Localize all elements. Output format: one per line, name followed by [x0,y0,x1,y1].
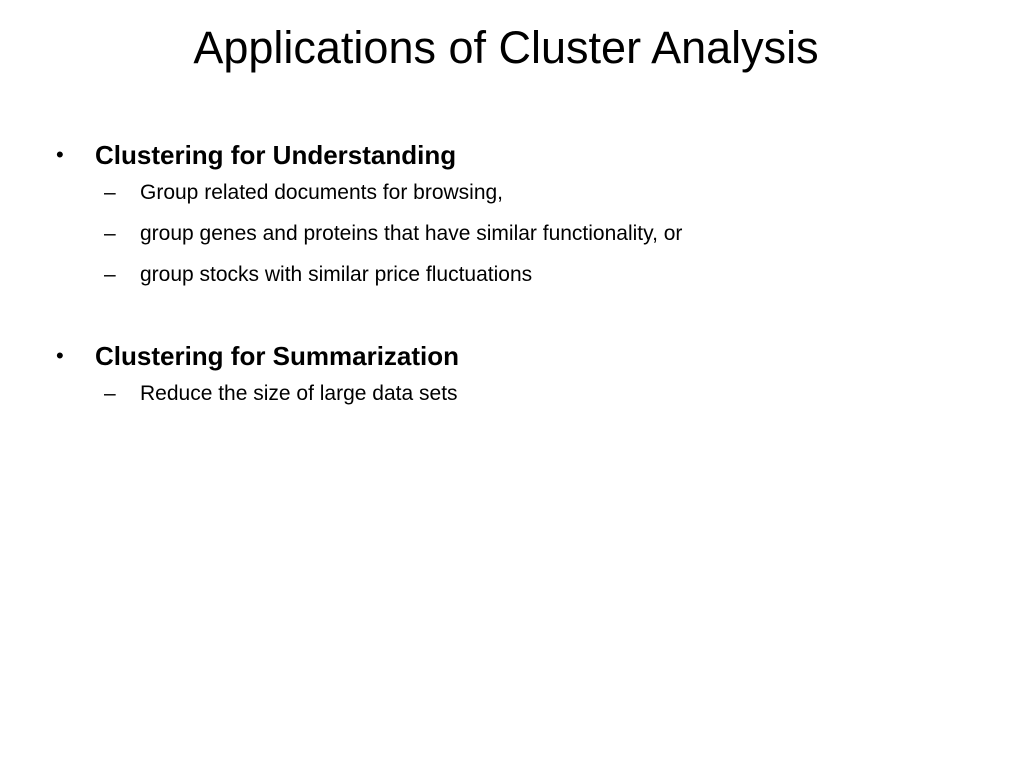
dash-icon: – [104,382,116,405]
bullet-group-understanding: • Clustering for Understanding – Group r… [56,136,976,301]
bullet-item: • Clustering for Understanding [56,136,976,174]
dash-icon: – [104,263,116,286]
slide-title: Applications of Cluster Analysis [193,22,819,73]
bullet-dot-icon: • [56,142,64,167]
sub-bullet-list: – Reduce the size of large data sets [56,379,976,420]
bullet-group-summarization: • Clustering for Summarization – Reduce … [56,337,976,420]
bullet-dot-icon: • [56,343,64,368]
bullet-heading: Clustering for Summarization [95,341,460,371]
sub-bullet-item: – group genes and proteins that have sim… [56,219,976,260]
sub-bullet-text: group genes and proteins that have simil… [140,222,683,245]
sub-bullet-item: – Group related documents for browsing, [56,178,976,219]
sub-bullet-list: – Group related documents for browsing, … [56,178,976,301]
bullet-heading: Clustering for Understanding [95,140,457,170]
slide-content: • Clustering for Understanding – Group r… [56,136,976,420]
sub-bullet-text: group stocks with similar price fluctuat… [140,263,533,286]
dash-icon: – [104,181,116,204]
sub-bullet-item: – group stocks with similar price fluctu… [56,260,976,301]
sub-bullet-text: Group related documents for browsing, [140,181,504,204]
dash-icon: – [104,222,116,245]
sub-bullet-text: Reduce the size of large data sets [140,382,458,405]
bullet-item: • Clustering for Summarization [56,337,976,375]
sub-bullet-item: – Reduce the size of large data sets [56,379,976,420]
